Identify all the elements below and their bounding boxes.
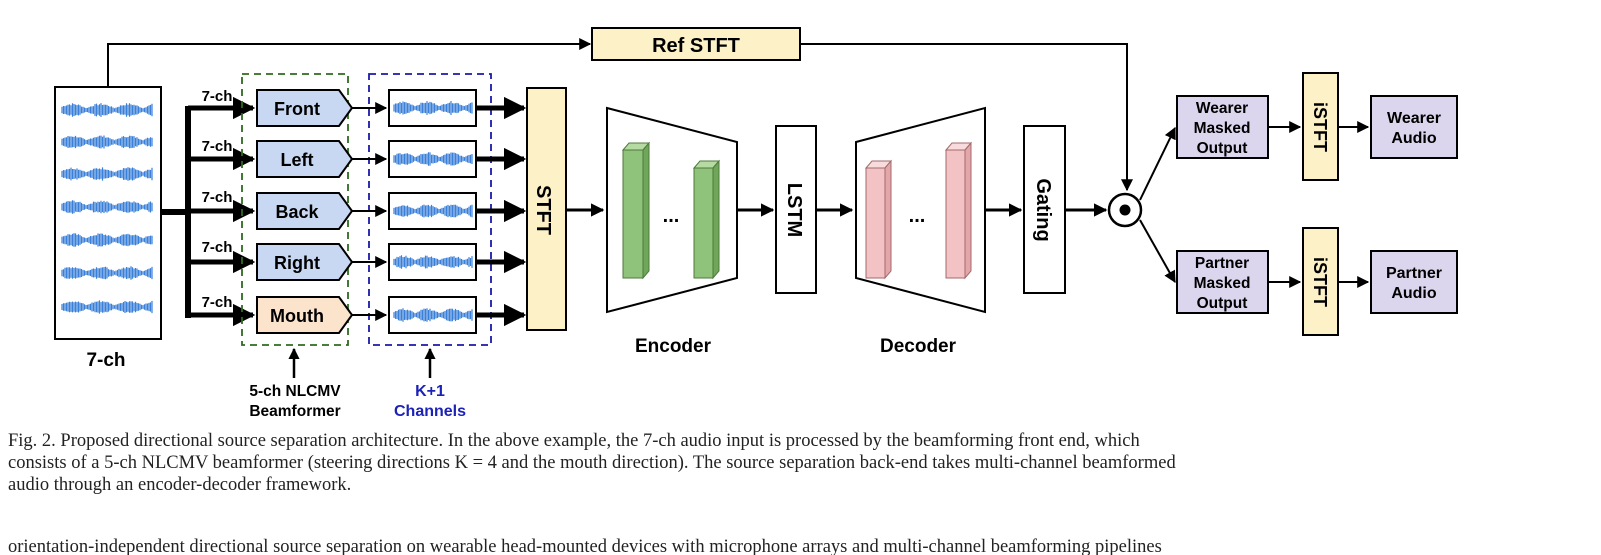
wearer-audio-line: Audio: [1391, 130, 1437, 147]
waveform-trace: [61, 200, 153, 214]
beam-box-front: [256, 89, 354, 127]
encoder-bar-left: [621, 141, 651, 280]
encoder-ellipsis: ...: [663, 205, 680, 227]
partner-audio-line: Partner: [1386, 265, 1442, 282]
multiply-to-partner-arrow: [1139, 219, 1176, 284]
wearer-audio-box: [1370, 95, 1458, 159]
stft-label: STFT: [532, 185, 554, 235]
decoder-bar-left: [864, 159, 893, 280]
stft-box: [526, 87, 567, 331]
beamformer-annotation-line: 5-ch NLCMV: [249, 383, 341, 400]
decoder-label: Decoder: [880, 336, 957, 357]
encoder-label: Encoder: [635, 336, 712, 357]
channels-annotation-line: Channels: [394, 403, 466, 420]
partner-audio-box: [1370, 250, 1458, 314]
waveform-trace: [61, 135, 153, 149]
architecture-diagram: Ref STFT 7-ch 7-ch 7-ch 7-ch 7-ch 7-ch F…: [54, 27, 1458, 420]
decoder-ellipsis: ...: [909, 205, 926, 227]
caption-line: audio through an encoder-decoder framewo…: [8, 475, 352, 495]
multiply-to-wearer-arrow: [1139, 126, 1176, 201]
channel-label: 7-ch: [202, 138, 233, 155]
partner-masked-line: Masked: [1194, 275, 1251, 292]
cut-off-text-line: orientation-independent directional sour…: [8, 537, 1162, 555]
wearer-masked-box: [1176, 95, 1269, 159]
beam-box-left: [256, 140, 354, 178]
input-waveforms: [61, 103, 153, 314]
gating-box: [1023, 125, 1066, 294]
beamformed-channels: [388, 89, 477, 334]
waveform-trace: [61, 233, 153, 247]
gating-label: Gating: [1032, 178, 1054, 241]
beam-label-left: Left: [281, 150, 314, 170]
ref-stft-input-path: [107, 38, 592, 87]
channel-label: 7-ch: [202, 189, 233, 206]
wearer-istft-box: [1302, 72, 1339, 181]
decoder-bar-right: [944, 141, 973, 280]
waveform-trace: [393, 204, 473, 218]
wearer-audio-line: Wearer: [1387, 110, 1441, 127]
ref-stft-box: [591, 27, 801, 61]
multiply-dot-icon: [1119, 204, 1131, 216]
partner-masked-line: Partner: [1195, 255, 1249, 272]
waveform-trace: [61, 103, 153, 117]
caption-line: Fig. 2. Proposed directional source sepa…: [8, 431, 1140, 451]
partner-istft-box: [1302, 227, 1339, 336]
input-audio-box: [54, 86, 162, 340]
lstm-box: [775, 125, 817, 294]
partner-istft-label: iSTFT: [1310, 257, 1330, 307]
channels-annotation-line: K+1: [415, 383, 445, 400]
waveform-trace: [393, 101, 473, 115]
waveform-trace: [61, 167, 153, 181]
beam-box-mouth: [256, 296, 354, 334]
ref-stft-output-path: [800, 43, 1133, 192]
waveform-trace: [61, 300, 153, 314]
beam-label-right: Right: [274, 253, 320, 273]
channel-label: 7-ch: [202, 294, 233, 311]
figure-caption: Fig. 2. Proposed directional source sepa…: [8, 430, 1560, 496]
beam-box-right: [256, 243, 354, 281]
beam-to-channel-links: [352, 96, 527, 327]
partner-masked-box: [1176, 250, 1269, 314]
partner-audio-line: Audio: [1391, 285, 1437, 302]
waveform-trace: [61, 266, 153, 280]
beam-label-mouth: Mouth: [270, 306, 324, 326]
partner-masked-line: Output: [1197, 295, 1248, 312]
wearer-masked-line: Output: [1197, 140, 1248, 157]
waveform-trace: [393, 255, 473, 269]
waveform-trace: [393, 308, 473, 322]
channel-count-labels: 7-ch 7-ch 7-ch 7-ch 7-ch: [202, 88, 233, 311]
lstm-label: LSTM: [783, 183, 805, 237]
ref-stft-label: Ref STFT: [652, 35, 740, 57]
input-label: 7-ch: [86, 350, 125, 371]
encoder-bar-right: [692, 159, 721, 280]
wearer-masked-line: Masked: [1194, 120, 1251, 137]
channel-label: 7-ch: [202, 239, 233, 256]
wearer-istft-label: iSTFT: [1310, 102, 1330, 152]
waveform-trace: [393, 152, 473, 166]
beam-label-back: Back: [275, 202, 319, 222]
wearer-masked-line: Wearer: [1196, 100, 1248, 117]
channel-label: 7-ch: [202, 88, 233, 105]
caption-line: consists of a 5-ch NLCMV beamformer (ste…: [8, 453, 1176, 473]
beam-box-back: [256, 192, 354, 230]
beam-label-front: Front: [274, 99, 320, 119]
beamformer-annotation-line: Beamformer: [249, 403, 340, 420]
beamformer-outputs: Front Left Back Right Mouth: [256, 89, 354, 334]
